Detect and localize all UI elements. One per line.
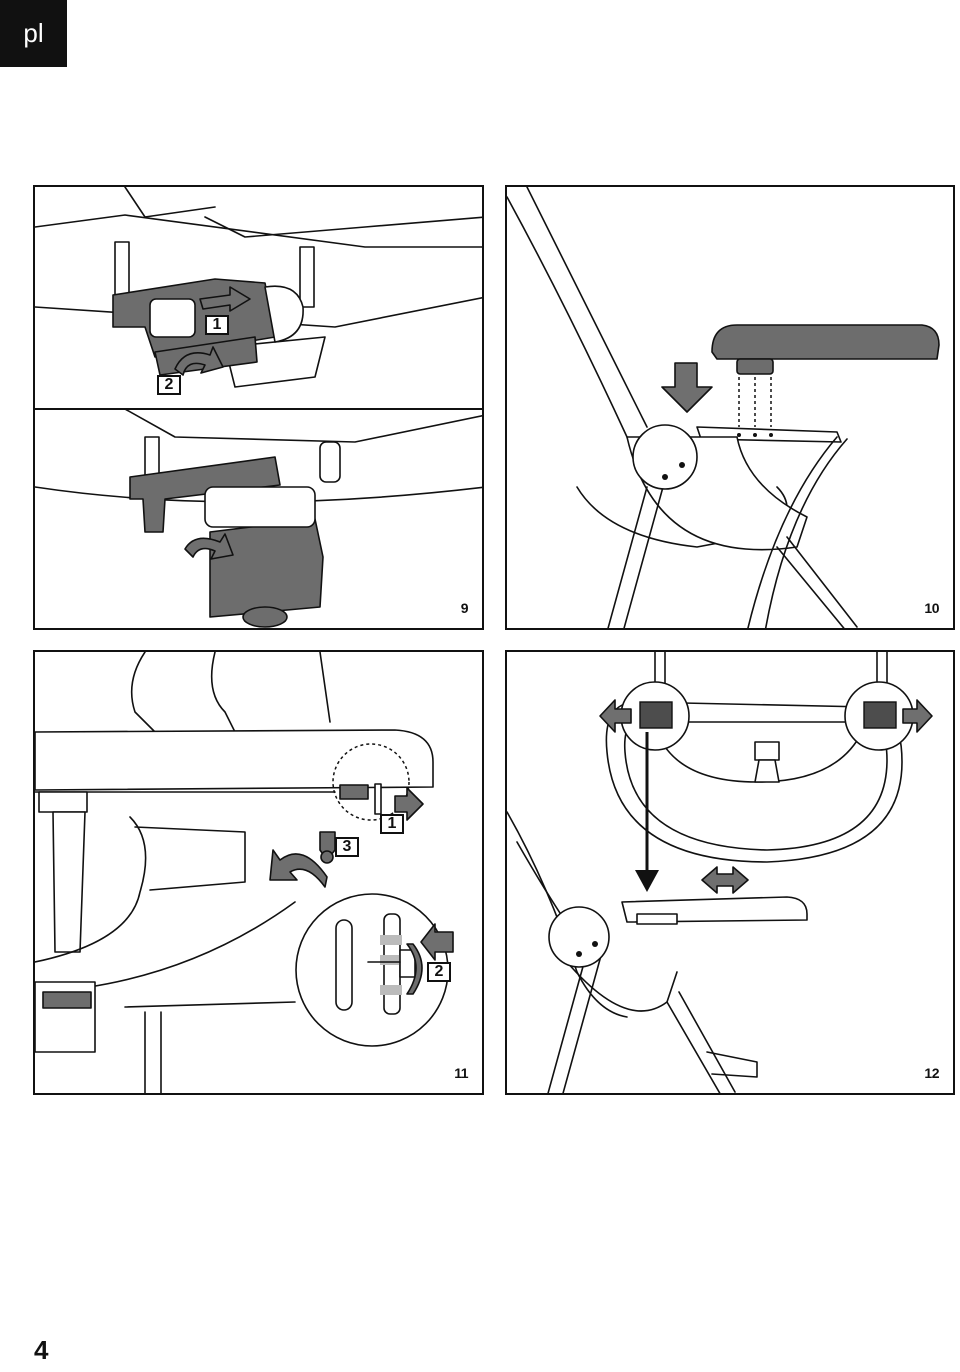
figure-number: 11 (454, 1065, 468, 1081)
step-badge-2: 2 (427, 962, 451, 982)
figure-10-illustration (507, 187, 940, 628)
figure-number: 12 (924, 1065, 939, 1081)
figure-9-panel: 1 2 9 (33, 185, 484, 630)
figure-10-panel: 10 (505, 185, 955, 630)
figure-11-panel: 1 3 2 11 (33, 650, 484, 1095)
step-badge-3: 3 (335, 837, 359, 857)
figure-11-illustration (35, 652, 454, 1093)
figure-12-illustration (507, 652, 933, 1093)
figure-number: 9 (460, 600, 469, 616)
figure-12-panel: 12 (505, 650, 955, 1095)
figure-number: 10 (924, 600, 939, 616)
language-code: pl (23, 18, 44, 48)
page-number: 4 (34, 1335, 49, 1365)
figure-9-illustration (35, 187, 482, 628)
step-badge-1: 1 (205, 315, 229, 335)
step-badge-2: 2 (157, 375, 181, 395)
step-badge-1: 1 (380, 814, 404, 834)
language-tab: pl (0, 0, 67, 67)
